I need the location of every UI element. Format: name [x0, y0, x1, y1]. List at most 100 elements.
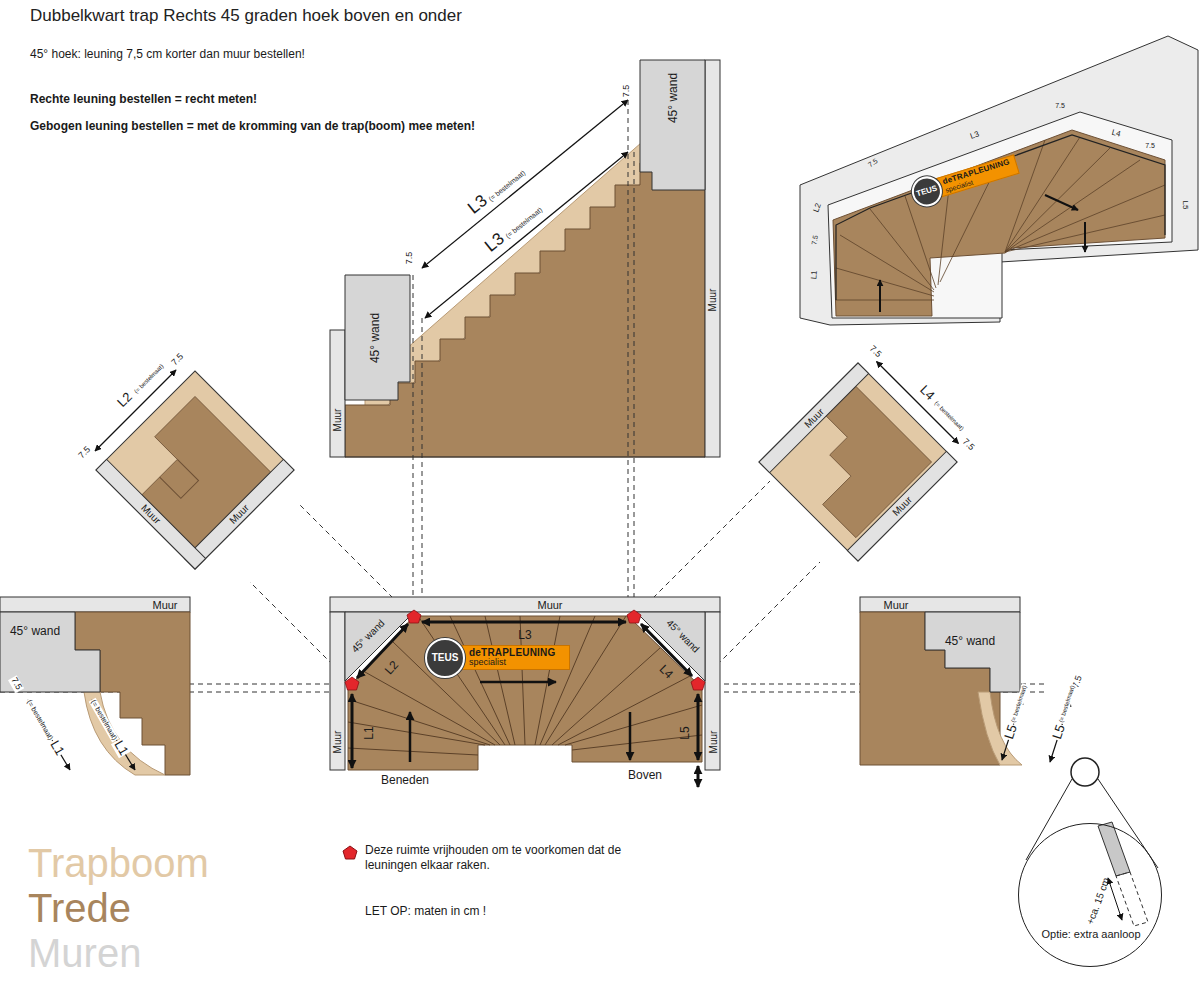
legend-text: Trede	[28, 886, 131, 930]
illustration-part	[759, 363, 869, 473]
illustration-part	[348, 748, 478, 755]
dimension-label: L5	[1050, 722, 1069, 742]
illustration-part	[540, 616, 595, 745]
illustration-part	[833, 130, 1165, 316]
wall-label: Muur	[708, 731, 719, 754]
illustration-part	[828, 112, 1172, 318]
dimension-label: L5	[679, 726, 692, 739]
illustration-part	[485, 616, 515, 745]
illustration-part	[1005, 215, 1165, 252]
dimension-label: L5	[1181, 201, 1190, 210]
right-side-view	[860, 597, 1158, 926]
legend-entry: Muren	[28, 933, 141, 973]
illustration-part	[1005, 137, 1080, 252]
dimension-label: L3	[969, 130, 980, 141]
wall-label: 45° wand	[945, 635, 995, 648]
seal-text: TEUS	[432, 653, 459, 663]
illustration-part	[480, 681, 556, 684]
illustration-part	[422, 621, 626, 624]
illustration-part	[627, 610, 641, 623]
wall-label: Muur	[332, 731, 343, 754]
illustration-part	[345, 612, 414, 681]
illustration-part	[409, 712, 412, 762]
dimension-label: L2	[115, 390, 135, 410]
legend-swatch-shape	[343, 846, 357, 859]
illustration-part	[450, 616, 510, 745]
illustration-part	[348, 616, 702, 755]
illustration-part	[84, 692, 165, 775]
dimension-label: 7.5	[867, 157, 879, 169]
illustration-part	[697, 766, 700, 787]
illustration-part	[840, 235, 934, 292]
illustration-part	[535, 616, 560, 745]
wall-label: Muur	[537, 599, 562, 611]
dimension-label: L1	[810, 270, 820, 280]
illustration-part	[1108, 878, 1122, 920]
illustration-part	[628, 100, 629, 610]
diagram-title: Dubbelkwart trap Rechts 45 graden hoek b…	[30, 6, 462, 26]
dimension-note: (= bestelmaat)	[89, 698, 119, 742]
dimension-label: 7.5	[77, 445, 93, 461]
illustration-part	[1045, 195, 1078, 210]
brand-tagline: specialist	[469, 658, 506, 667]
legend-entry: Trapboom	[28, 843, 209, 883]
illustration-part	[1098, 822, 1130, 876]
illustration-part	[1084, 222, 1086, 252]
right-rotated-view	[759, 363, 957, 561]
dimension-line	[877, 362, 959, 444]
dimension-label: L5	[1002, 722, 1021, 742]
dimension-note: (= bestelmaat)	[487, 169, 527, 203]
illustration-part	[545, 616, 626, 745]
detail-circle: +ca. 15 cmOptie: extra aanloop	[1018, 823, 1162, 967]
illustration-part	[75, 612, 190, 775]
illustration-part	[636, 612, 705, 681]
iso-view	[800, 36, 1198, 325]
dimension-label: 7.5	[1055, 102, 1065, 110]
dimension-note: (= bestelmaat)	[933, 400, 965, 432]
wall-label: Muur	[707, 289, 718, 312]
illustration-part	[880, 195, 1085, 312]
wall-label: 45° wand	[664, 617, 701, 654]
wall-label: Muur	[890, 494, 914, 518]
illustration-part	[96, 371, 294, 569]
left-side-view	[0, 597, 190, 775]
illustration-part	[836, 137, 1165, 300]
illustration-part	[640, 60, 705, 190]
brand-name: deTRAPLEUNING	[469, 648, 556, 659]
illustration-part	[160, 459, 199, 498]
wall-label: Muur	[802, 406, 826, 430]
illustration-part	[422, 318, 423, 610]
dimension-label: 7.5	[960, 437, 976, 453]
illustration-part	[870, 209, 934, 290]
illustration-part	[565, 705, 702, 745]
illustration-part	[1071, 758, 1099, 786]
illustration-part	[634, 152, 635, 610]
wall-label: 45° wand	[10, 625, 60, 638]
illustration-part	[697, 694, 700, 760]
illustration-part	[879, 280, 881, 312]
dimension-label: L4	[1111, 129, 1122, 140]
wall-label: 45° wand	[667, 73, 680, 123]
illustration-part	[330, 597, 720, 612]
illustration-part	[836, 268, 934, 296]
dimension-label: 7.5	[8, 675, 24, 693]
dimension-note: (= bestelmaat)	[133, 363, 165, 395]
illustration-part	[330, 330, 345, 457]
brand-name: deTRAPLEUNING	[942, 158, 1011, 186]
dimension-label: L1	[363, 726, 376, 739]
legend-text: Muren	[28, 931, 141, 975]
dimension-note: (= bestelmaat)	[1058, 684, 1077, 725]
illustration-part	[1005, 185, 1165, 252]
dimension-note: (= bestelmaat)	[504, 206, 544, 240]
dimension-note: (= bestelmaat)	[1010, 684, 1029, 725]
dimension-label: 7.5	[810, 235, 819, 246]
wall-label: Muur	[227, 502, 251, 526]
illustration-part	[345, 275, 410, 400]
note-text: 45° hoek: leuning 7,5 cm korter dan muur…	[30, 48, 305, 61]
direction-label: Beneden	[381, 774, 429, 787]
dimension-label: 7.5	[622, 85, 632, 98]
illustration-part	[407, 610, 421, 623]
logo-seal: TEUS	[425, 638, 465, 678]
illustration-part	[410, 682, 630, 762]
